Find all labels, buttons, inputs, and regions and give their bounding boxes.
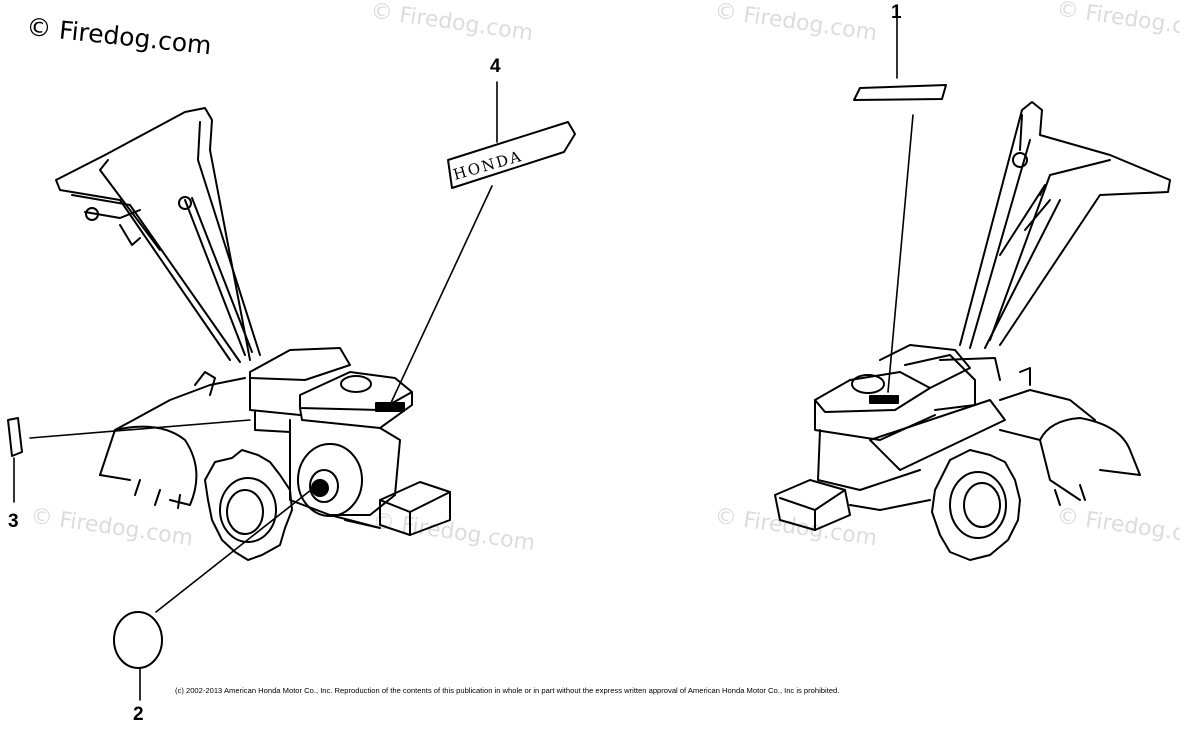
callout-1: 1 <box>891 2 902 23</box>
right-tiller-illustration <box>774 101 1171 561</box>
honda-decal-text: HONDA <box>451 147 525 184</box>
callout-2: 2 <box>133 704 144 725</box>
part-3-leader <box>13 419 251 503</box>
part-4-decal <box>447 121 576 189</box>
part-3-label <box>7 417 23 457</box>
left-tiller-illustration <box>55 107 451 561</box>
part-4-leader <box>389 81 498 406</box>
part-1-leader <box>887 4 914 393</box>
copyright-notice: (c) 2002-2013 American Honda Motor Co., … <box>175 686 840 695</box>
part-2-emblem <box>113 611 163 669</box>
part-2-leader <box>139 485 317 701</box>
callout-3: 3 <box>8 511 19 532</box>
part-1-decal <box>853 84 947 101</box>
callout-4: 4 <box>490 56 501 77</box>
